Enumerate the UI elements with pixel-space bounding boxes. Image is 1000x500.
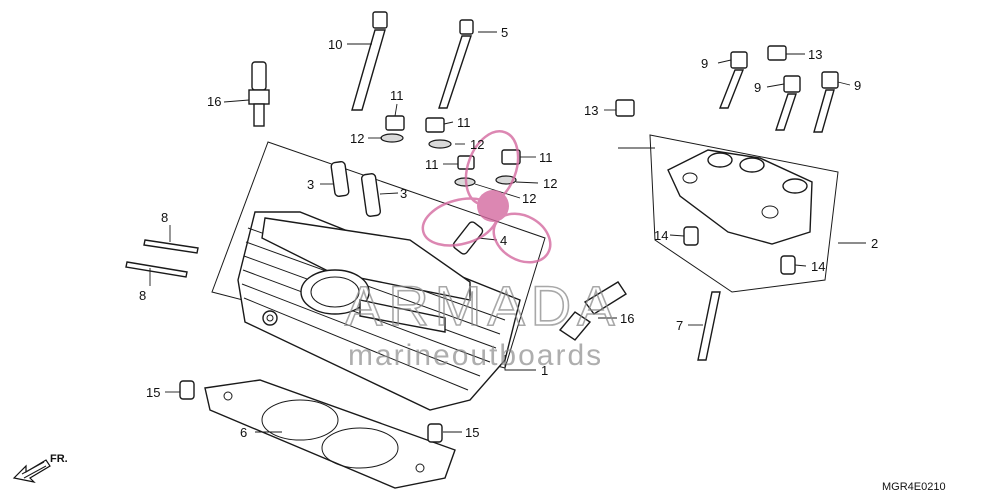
front-direction-arrow-icon: FR. xyxy=(12,453,68,483)
front-direction-label: FR. xyxy=(50,453,68,465)
stud-upper xyxy=(143,239,199,254)
nut-11b xyxy=(425,117,445,133)
washer-12b xyxy=(428,139,452,149)
callout-15-a: 15 xyxy=(146,385,160,400)
leader-lines xyxy=(149,31,866,433)
bolt-long-10 xyxy=(351,11,388,111)
nut-13a xyxy=(767,45,787,61)
callout-12-d: 12 xyxy=(543,176,557,191)
bolt-6 xyxy=(438,19,474,109)
callout-11-b: 11 xyxy=(457,115,471,130)
callout-10: 10 xyxy=(328,37,342,52)
oil-joint xyxy=(452,221,484,255)
dowel-pin-left xyxy=(179,380,195,400)
rocker-arm-holder xyxy=(667,149,813,245)
callout-4: 4 xyxy=(500,233,507,248)
stud-7 xyxy=(697,291,721,361)
bolt-9a xyxy=(718,51,748,109)
diagram-code: MGR4E0210 xyxy=(882,481,946,493)
bolt-9c xyxy=(813,71,839,133)
watermark-tagline: marineoutboards xyxy=(348,339,603,372)
callout-3-b: 3 xyxy=(400,186,407,201)
callout-14-b: 14 xyxy=(811,259,825,274)
callout-11-c: 11 xyxy=(425,157,439,172)
spark-plug-left xyxy=(248,61,270,127)
bolt-9b xyxy=(775,75,801,131)
callout-16-right: 16 xyxy=(620,311,634,326)
callout-8-a: 8 xyxy=(161,210,168,225)
callout-15-b: 15 xyxy=(465,425,479,440)
cylinder-head xyxy=(237,211,521,411)
callout-11-a: 11 xyxy=(390,88,404,103)
callout-5: 6 xyxy=(240,425,247,440)
callout-16-left: 16 xyxy=(207,94,221,109)
nut-11a xyxy=(385,115,405,131)
washer-12a xyxy=(380,133,404,143)
dowel-14b xyxy=(780,255,796,275)
callout-8-b: 8 xyxy=(139,288,146,303)
dowel-14a xyxy=(683,226,699,246)
callout-12-a: 12 xyxy=(350,131,364,146)
callout-7: 7 xyxy=(676,318,683,333)
callout-6: 5 xyxy=(501,25,508,40)
watermark-brand: ARMADA xyxy=(345,274,621,337)
rocker-assembly-outline xyxy=(649,134,839,293)
callout-13-b: 13 xyxy=(584,103,598,118)
valve-guide-left xyxy=(330,161,350,197)
callout-9-c: 9 xyxy=(854,78,861,93)
dowel-pin-right xyxy=(427,423,443,443)
callout-11-d: 11 xyxy=(539,150,553,165)
spark-plug-right xyxy=(558,281,627,341)
callout-2: 2 xyxy=(871,236,878,251)
callout-1: 1 xyxy=(541,363,548,378)
armada-logo-icon xyxy=(421,130,552,264)
callout-13-a: 13 xyxy=(808,47,822,62)
nut-13b xyxy=(615,99,635,117)
callout-9-b: 9 xyxy=(754,80,761,95)
stud-lower xyxy=(125,261,188,278)
callout-14-a: 14 xyxy=(654,228,668,243)
callout-3-a: 3 xyxy=(307,177,314,192)
callout-9-a: 9 xyxy=(701,56,708,71)
callout-labels: 10 5 16 11 11 12 12 11 11 12 12 3 3 4 8 … xyxy=(139,25,878,440)
valve-guide-right xyxy=(360,173,382,217)
callout-12-b: 12 xyxy=(470,137,484,152)
callout-12-c: 12 xyxy=(522,191,536,206)
head-gasket xyxy=(204,379,456,489)
